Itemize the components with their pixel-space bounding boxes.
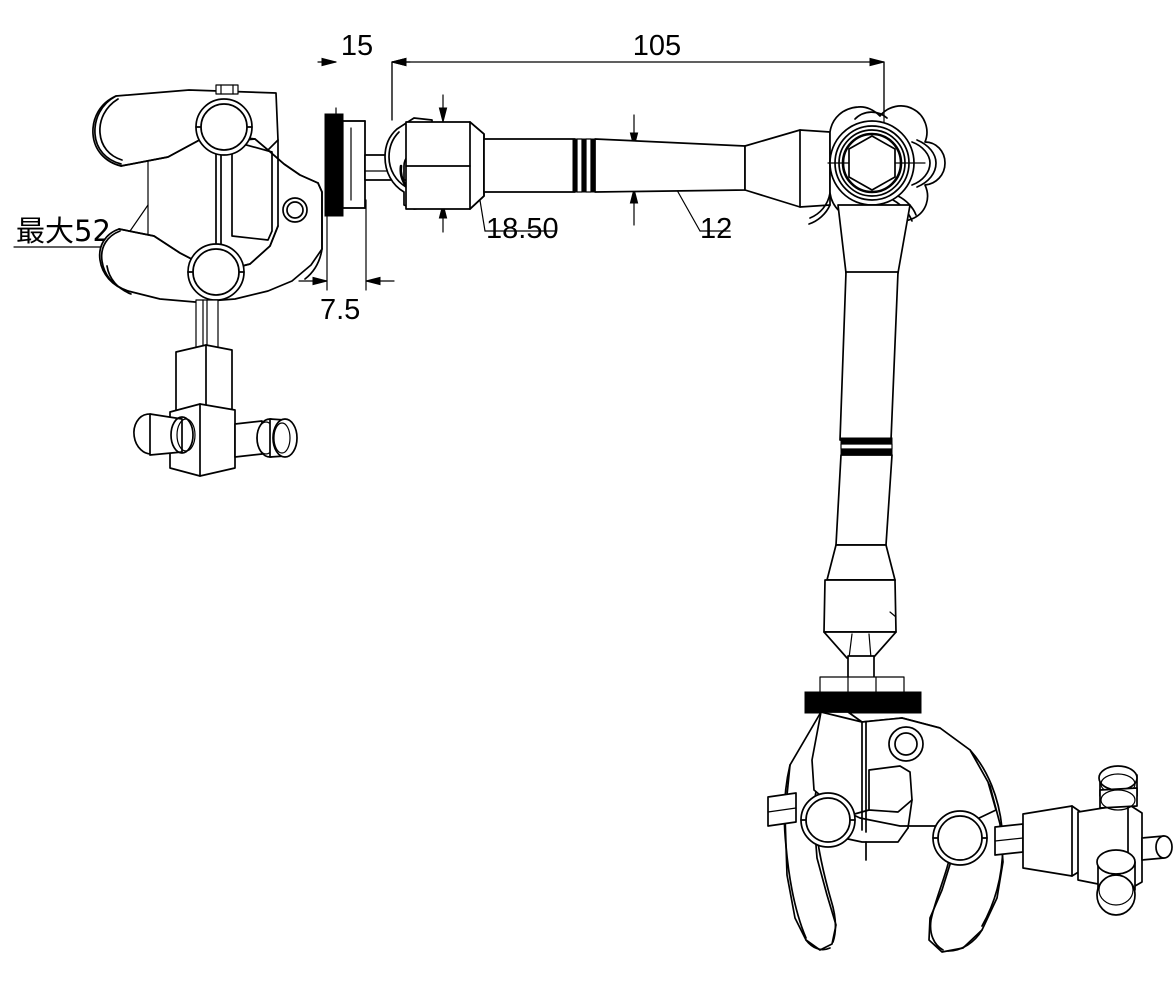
dimension-15-label: 15	[341, 30, 373, 62]
dimension-105: 105	[391, 30, 885, 169]
upper-arm-assembly	[364, 117, 831, 210]
dimension-18-50: 18.50	[438, 94, 559, 245]
dimension-18-50-label: 18.50	[486, 213, 559, 245]
lower-clamp-washer	[804, 676, 922, 714]
dimension-15: 15	[317, 30, 411, 216]
upper-clamp-washer	[324, 113, 366, 217]
dimension-12-label: 12	[700, 213, 732, 245]
dimension-105-label: 105	[633, 30, 681, 62]
upper-clamp	[92, 84, 323, 303]
dimension-7-5: 7.5	[298, 199, 395, 326]
dimension-max-52-label: 最大52	[16, 214, 111, 248]
lower-arm	[823, 204, 911, 689]
lower-clamp-handle	[994, 765, 1173, 916]
dimension-12: 12	[629, 114, 732, 245]
lower-clamp	[767, 711, 1004, 953]
upper-clamp-handle	[133, 299, 298, 477]
dimension-7-5-label: 7.5	[320, 294, 360, 326]
